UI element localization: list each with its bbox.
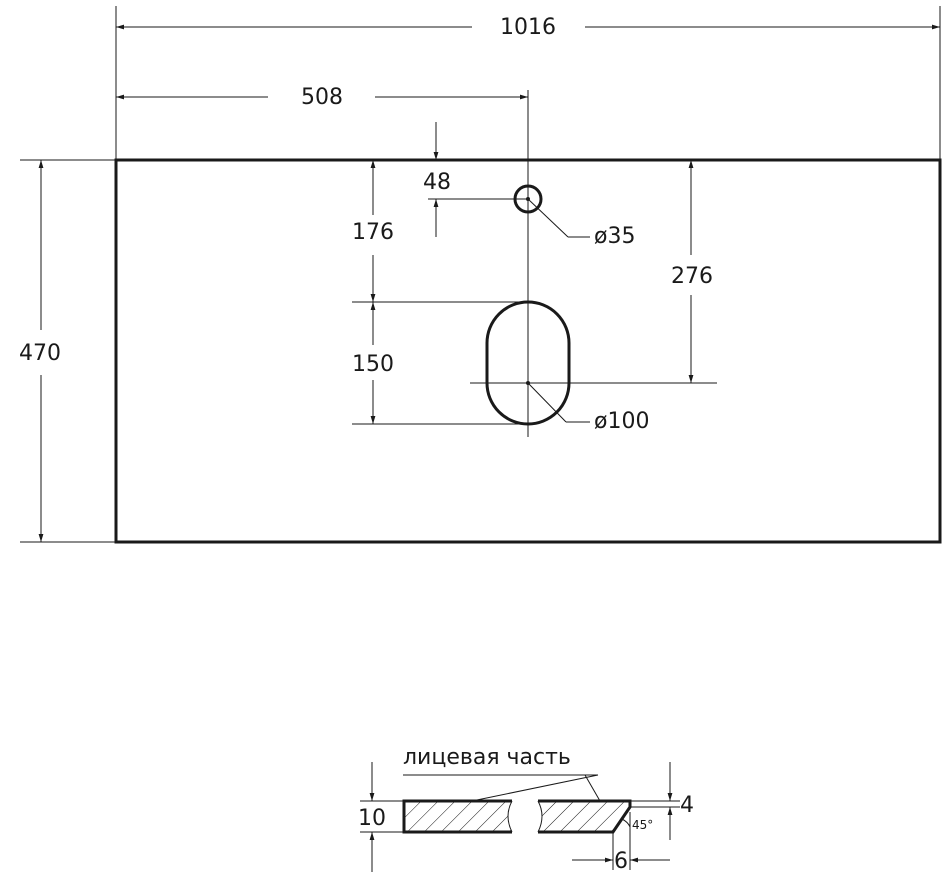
basin-offset-dimension: 176 [352,160,528,303]
basin-center-dimension: 276 [671,160,713,383]
half-width-label: 508 [301,85,343,110]
tap-hole-offset-dimension: 48 [423,122,451,237]
section-hatch-right [538,801,630,832]
tap-hole-diameter-label: ø35 [594,224,635,249]
basin-center-offset-label: 276 [671,264,713,289]
chamfer-depth-label: 4 [680,793,694,818]
basin-leader [527,382,567,423]
basin-length-label: 150 [352,352,394,377]
chamfer-width-label: 6 [614,849,628,874]
overall-width-dimension: 1016 [115,6,941,160]
chamfer-angle-arc [621,818,631,828]
basin-diameter-label: ø100 [594,409,649,434]
chamfer-angle-label: 45° [632,818,653,832]
countertop-outline [114,158,942,544]
basin-offset-label: 176 [352,220,394,245]
section-break-right [537,800,543,833]
section-break-left [507,800,513,833]
basin-length-dimension: 150 [352,302,528,425]
depth-label: 470 [19,341,61,366]
half-width-dimension: 508 [116,85,528,110]
tap-hole-offset-label: 48 [423,170,451,195]
front-leader-1 [471,774,599,802]
section-outline-left [402,799,512,834]
front-side-label: лицевая часть [403,745,571,770]
overall-width-label: 1016 [500,15,556,40]
thickness-label: 10 [358,806,386,831]
tap-hole: ø35 [428,184,635,249]
edge-section-detail: лицевая часть 10 4 45° 6 [358,745,694,874]
front-leader-2 [584,774,601,802]
depth-dimension: 470 [19,159,116,543]
basin: ø100 [470,300,717,434]
section-hatch-left [404,801,512,832]
tap-hole-leader [527,198,569,238]
